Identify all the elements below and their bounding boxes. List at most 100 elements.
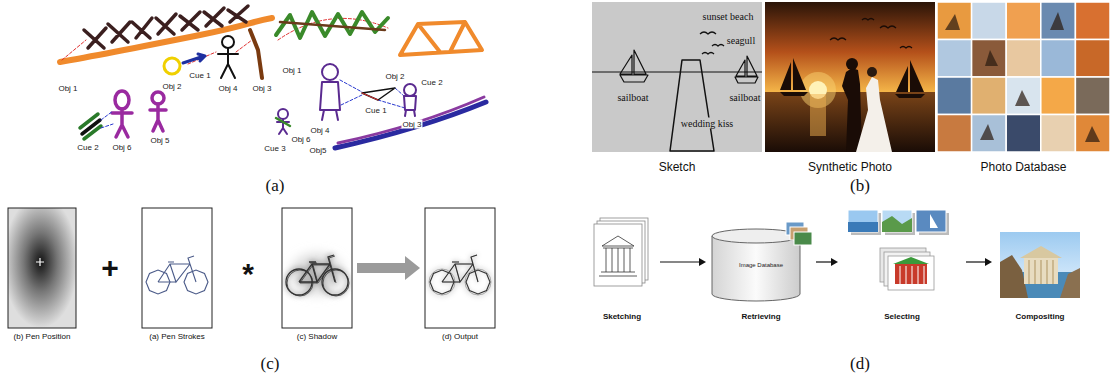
pen-strokes-image [142,208,212,328]
synthetic-photo [856,77,892,152]
object-sketch-left [84,126,101,139]
output-image [429,255,491,295]
stage-caption: Synthetic Photo [808,160,892,174]
sketch-panel: Sketch [592,2,762,178]
photo-grid-art [1041,77,1076,115]
sketch-word: wedding kiss [680,118,735,129]
object-sketch-right [277,119,289,134]
photo-grid-art [945,12,1100,142]
object-sketch-right [404,96,416,116]
shadow-image [287,256,349,296]
object-sketch-right [320,82,340,120]
stage-icon: Selecting [842,206,962,326]
selected-photos [848,210,878,232]
object-sketch-right [322,64,338,80]
object-sketch-left [150,104,166,131]
sketch-word: seagull [726,35,756,46]
output-image [425,208,495,328]
photo-panel: Synthetic Photo [765,2,935,178]
selected-photos [848,222,878,232]
selected-photos [916,210,946,232]
database-label: Image Database [739,262,783,268]
object-tag: Cue 1 [188,71,211,80]
scene-sketch [670,60,714,151]
panel-letter: (c) [260,354,281,374]
object-sketch-right [276,12,388,38]
shadow-image [291,254,343,294]
photo-grid-art [945,12,1100,142]
scene-sketch [735,56,758,83]
scene-sketch [700,32,724,54]
photo-grid-art [1041,115,1076,153]
composite-photo [1060,268,1080,298]
operator-symbol: + [100,251,120,285]
flow-arrow [660,261,699,262]
photo-grid-art [937,115,972,153]
scene-sketch [592,2,762,152]
pen-strokes-image [142,208,212,328]
object-tag: Obj 3 [401,120,422,129]
pen-position-image [8,208,76,328]
selected-photos [895,264,927,284]
object-tag: Obj 5 [149,136,170,145]
sketch-pages [594,224,642,286]
composite-photo [1000,232,1080,298]
scene-sketch [592,72,762,73]
photo-grid-art [972,2,1007,40]
object-sketch-left [84,6,248,48]
photo-grid-art [1075,77,1110,115]
output-image [442,255,478,282]
photo-grid-art [1041,40,1076,78]
object-sketch-left [222,36,234,48]
shadow-image [282,208,352,328]
panel-letter: (b) [849,176,871,196]
selected-photos [930,214,938,228]
sketch-word: sunset beach [702,11,755,22]
stage-icon: Compositing [996,218,1084,326]
shadow-image [282,208,352,328]
stage-caption: (b) Pen Position [14,332,71,341]
photo-grid-art [937,77,972,115]
stage-caption: (c) Shadow [297,332,337,341]
shadow-image [286,254,349,296]
synthetic-photo [867,67,877,77]
object-tag: Obj 3 [251,84,272,93]
object-sketch-left [152,92,164,104]
photo-grid-art [1006,115,1041,153]
stage-caption: Selecting [884,312,920,321]
object-sketch-right [276,12,486,148]
input-box: (a) Pen Strokes [142,208,212,346]
object-tag: Obj 1 [57,84,78,93]
sketch-pages [594,218,648,286]
photo-grid-art [1075,40,1110,78]
sketch-pages [599,236,637,276]
synthetic-photo [846,58,858,70]
selected-photos [882,210,912,232]
sketch-word: sailboat [728,92,761,103]
selected-photos [882,216,912,232]
object-sketch-left [60,6,272,139]
synthetic-photo [765,2,935,152]
object-sketch-right [278,109,288,119]
composite-photo [1024,258,1058,284]
object-sketch-right [400,22,482,55]
object-tag: Obj 6 [290,135,311,144]
flow-arrow [357,263,405,273]
object-tag: Cue 2 [420,78,443,87]
stage-caption: Sketch [659,160,696,174]
photo-grid-art [1006,40,1041,78]
synthetic-photo [842,68,862,152]
synthetic-photo [810,94,826,136]
object-tag: Cue 1 [364,106,387,115]
input-box: (c) Shadow [282,208,352,346]
photo-grid-art [1006,2,1041,40]
object-tag: Obj 4 [217,84,238,93]
object-tag: Obj 2 [384,72,405,81]
input-box: (b) Pen Position [8,208,76,346]
object-sketch-right [404,84,416,96]
object-tag: Obj 6 [111,143,132,152]
